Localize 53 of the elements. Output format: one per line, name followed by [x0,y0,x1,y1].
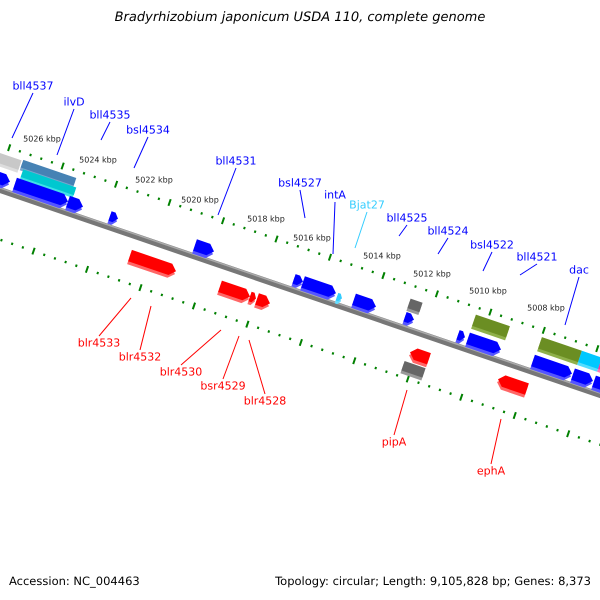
title: Bradyrhizobium japonicum USDA 110, complete genome [114,10,486,25]
leader-line [564,276,580,326]
gene-label: Bjat27 [349,198,385,212]
scale-label: 5014 kbp [363,252,401,260]
scale-label: 5020 kbp [181,196,219,204]
leader-line [332,202,336,254]
scale-label: 5024 kbp [79,156,117,164]
gene-label: dac [569,264,589,276]
gene-label: blr4532 [118,350,162,364]
leader-line [438,238,448,254]
footer-text: Topology: circular; Length: 9,105,828 bp; Genes: 8,373 [275,574,591,588]
leader-line [248,340,266,394]
leader-line [394,390,408,436]
scale-label: 5018 kbp [247,214,285,224]
scale-label: 5022 kbp [135,176,173,184]
gene-label: bll4535 [89,108,131,122]
leader-line [98,298,132,336]
gene-label: pipA [382,436,406,448]
gene-label: bll4537 [12,80,54,92]
gene-label: bll4524 [427,224,469,238]
gene-label: bsl4522 [470,238,514,252]
gene-label: ilvD [63,96,85,108]
leader-line [354,212,368,248]
gene-label: bll4531 [215,154,257,168]
scale-label: 5026 kbp [23,134,61,144]
leader-line [482,252,492,272]
gene-label: blr4533 [78,336,120,350]
gene-label: intA [324,188,346,202]
leader-line [12,92,34,138]
leader-line [180,330,222,366]
scale-label: 5010 kbp [469,286,507,296]
leader-line [222,336,240,380]
leader-line [100,122,110,140]
scale-label: 5008 kbp [527,304,565,312]
scale-label: 5012 kbp [413,270,451,278]
leader-line [520,264,538,276]
leader-line [56,108,74,156]
scale-label: 5016 kbp [293,234,331,242]
leader-line [134,136,148,168]
gene-label: blr4528 [244,394,286,408]
gene-label: blr4530 [160,366,202,378]
leader-line [398,224,408,236]
leader-line [218,168,236,216]
gene-label: bsl4534 [126,124,170,136]
leader-line [490,418,502,464]
gene-label: bsr4529 [200,380,246,392]
footer-text: Accession: NC_004463 [9,574,140,588]
gene-label: bsl4527 [278,176,322,190]
gene-label: bll4525 [386,212,428,224]
leader-line [140,306,152,350]
leader-line [300,190,306,218]
gene-label: bll4521 [516,250,558,264]
gene-label: ephA [476,464,506,478]
